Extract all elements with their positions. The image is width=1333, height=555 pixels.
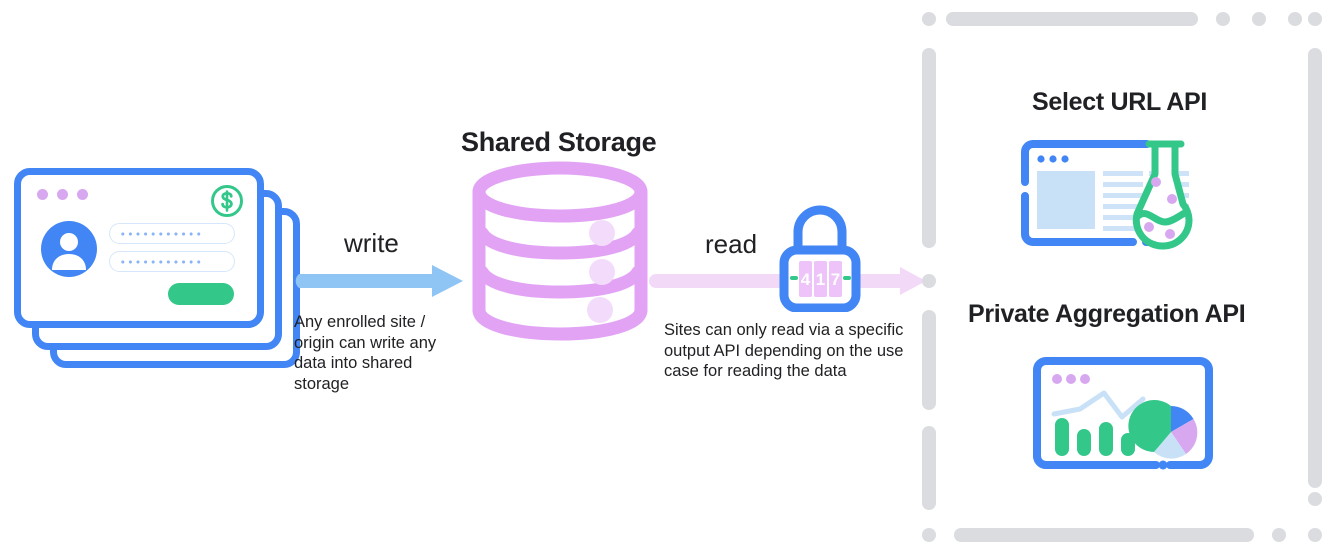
svg-text:4: 4 bbox=[801, 270, 811, 289]
lock-combination-digits: 4 1 7 bbox=[799, 261, 842, 297]
window-dot-2 bbox=[1066, 374, 1076, 384]
panel-dot-top-2 bbox=[1252, 12, 1266, 26]
submit-button[interactable] bbox=[168, 283, 234, 305]
flask-icon bbox=[1132, 140, 1193, 250]
stacked-site-windows bbox=[8, 160, 308, 375]
bar-chart-icon bbox=[1055, 418, 1135, 456]
window-dot-2 bbox=[57, 189, 68, 200]
panel-dot-left-mid bbox=[922, 274, 936, 288]
panel-dot-top-3 bbox=[1288, 12, 1302, 26]
content-image-block bbox=[1037, 171, 1095, 229]
pie-chart-icon bbox=[1128, 400, 1198, 459]
window-dot-1 bbox=[1052, 374, 1062, 384]
panel-dash-left-1 bbox=[922, 48, 936, 248]
username-field[interactable] bbox=[109, 223, 235, 244]
panel-dash-left-2 bbox=[922, 310, 936, 410]
window-bottom-dot bbox=[1158, 460, 1168, 470]
panel-dot-bot-1 bbox=[1272, 528, 1286, 542]
panel-corner-dot-tr bbox=[1308, 12, 1322, 26]
write-arrow-icon bbox=[295, 265, 463, 297]
window-traffic-dots bbox=[37, 189, 88, 200]
private-aggregation-api-title: Private Aggregation API bbox=[968, 300, 1246, 328]
panel-corner-dot-tl bbox=[922, 12, 936, 26]
combination-lock-icon: 4 1 7 bbox=[778, 204, 862, 317]
panel-dash-bottom bbox=[954, 528, 1254, 542]
select-url-api-title: Select URL API bbox=[1032, 88, 1208, 116]
panel-dash-top bbox=[946, 12, 1198, 26]
layer-dot-2 bbox=[589, 259, 615, 285]
panel-dash-right bbox=[1308, 48, 1322, 488]
browser-window-with-charts-icon bbox=[1028, 356, 1218, 483]
write-arrow-label: write bbox=[344, 228, 399, 258]
window-dot-3 bbox=[1080, 374, 1090, 384]
database-cylinder-icon bbox=[465, 160, 655, 350]
svg-text:7: 7 bbox=[831, 270, 840, 289]
window-dot-3 bbox=[1061, 155, 1069, 163]
window-dot-3 bbox=[77, 189, 88, 200]
browser-window-with-flask-icon bbox=[1015, 134, 1220, 264]
svg-text:1: 1 bbox=[816, 270, 825, 289]
read-caption: Sites can only read via a specific outpu… bbox=[664, 321, 904, 380]
password-field[interactable] bbox=[109, 251, 235, 272]
line-chart-icon bbox=[1051, 390, 1146, 420]
site-window-front bbox=[14, 168, 264, 328]
window-dot-1 bbox=[37, 189, 48, 200]
layer-dot-3 bbox=[587, 297, 613, 323]
window-dot-1 bbox=[1037, 155, 1045, 163]
write-caption: Any enrolled site / origin can write any… bbox=[294, 313, 437, 393]
output-apis-panel bbox=[922, 12, 1322, 542]
user-avatar-icon bbox=[41, 221, 97, 277]
panel-dash-left-3 bbox=[922, 426, 936, 510]
layer-dot-1 bbox=[589, 220, 615, 246]
panel-dot-top-1 bbox=[1216, 12, 1230, 26]
panel-corner-dot-bl bbox=[922, 528, 936, 542]
panel-dot-bot-2 bbox=[1308, 528, 1322, 542]
dollar-sign-icon bbox=[209, 183, 245, 219]
read-arrow-label: read bbox=[705, 229, 758, 259]
window-dot-2 bbox=[1049, 155, 1057, 163]
storage-title: Shared Storage bbox=[461, 127, 657, 157]
panel-dot-right-bot bbox=[1308, 492, 1322, 506]
